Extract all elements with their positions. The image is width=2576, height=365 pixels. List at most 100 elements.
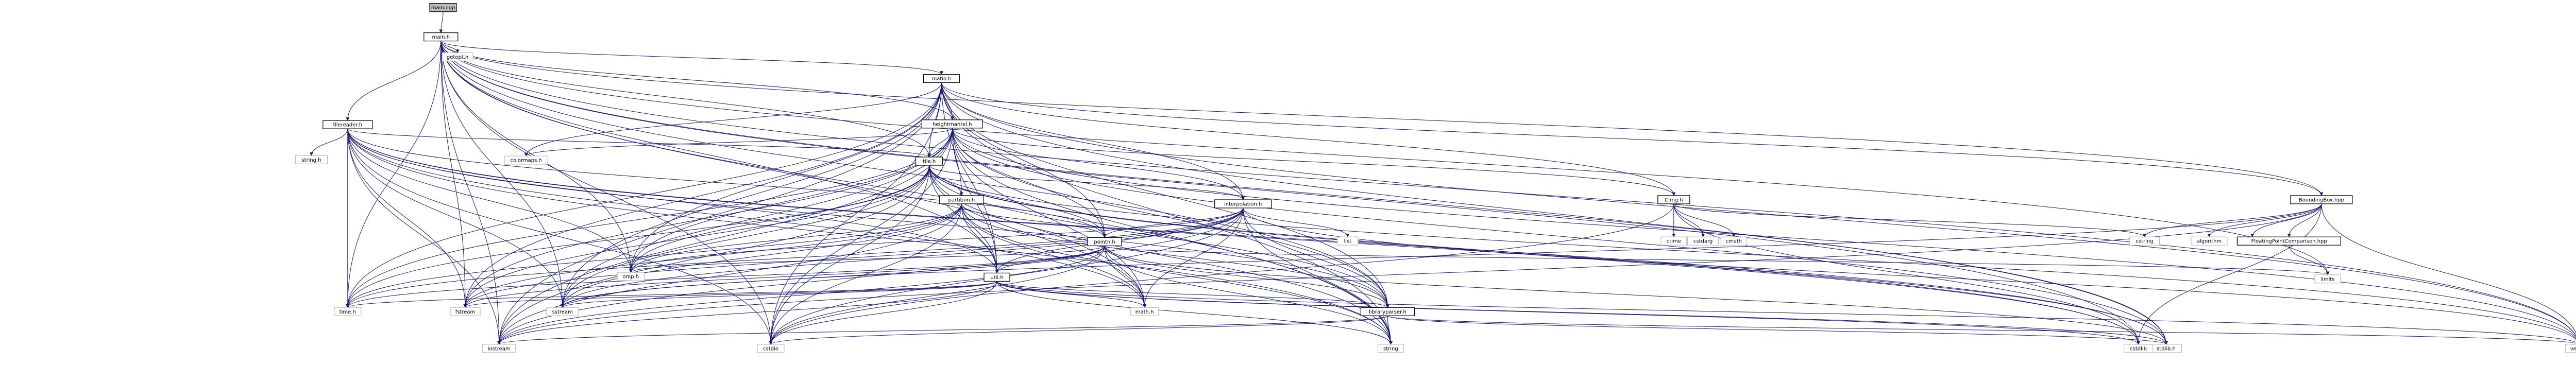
edge-tile-h-to-util-h	[929, 165, 999, 274]
node-string[interactable]: string	[1377, 344, 1404, 353]
node-cstdio[interactable]: cstdio	[757, 344, 785, 353]
node-iostream[interactable]: iostream	[482, 344, 516, 353]
node-label: getopt.h	[447, 55, 468, 60]
edge-partition-h-to-util-h	[961, 203, 999, 274]
edge-matlab-h-to-iostream	[497, 82, 942, 345]
node-libraster-h[interactable]: libraryparser.h	[1360, 307, 1415, 316]
edge-bbox-hpp-to-algorithm	[2207, 203, 2322, 237]
edge-main-h-to-getopt-h	[440, 41, 460, 54]
edge-point-h-to-omp-h	[629, 246, 1105, 273]
node-box	[915, 157, 943, 166]
edge-layer	[309, 11, 2576, 345]
edge-tile-h-to-fstream	[463, 165, 930, 308]
edge-util-h-to-sstream	[561, 281, 997, 308]
node-label: libraryparser.h	[1369, 309, 1406, 315]
node-label: cmath	[1725, 239, 1742, 245]
edge-point-h-to-cstdio	[769, 246, 1105, 345]
node-box	[1657, 195, 1690, 204]
node-label: omp.h	[622, 274, 639, 280]
node-ctime[interactable]: ctime	[1660, 236, 1687, 246]
node-box	[1720, 236, 1747, 246]
node-math-h[interactable]: math.h	[1130, 307, 1159, 316]
node-fpcomp-hpp[interactable]: FloatingPointComparison.hpp	[2237, 236, 2341, 246]
edge-matlab-h-to-stdlib-h	[941, 82, 2168, 345]
node-getopt-h[interactable]: getopt.h	[442, 52, 473, 62]
node-label: CImg.h	[1665, 197, 1683, 203]
node-box	[923, 74, 960, 83]
node-algorithm[interactable]: algorithm	[2191, 236, 2228, 246]
node-point-h[interactable]: pointn.h	[1087, 237, 1122, 247]
node-label: cstdlib	[2130, 346, 2147, 352]
node-string-h[interactable]: string.h	[295, 155, 328, 164]
edge-main-h-to-string	[440, 41, 1393, 345]
edge-filereadr-h-to-math-h	[347, 129, 1147, 308]
node-main-h[interactable]: main.h	[423, 32, 459, 42]
node-interp-h[interactable]: interpolation.h	[1214, 199, 1272, 208]
node-util-h[interactable]: util.h	[984, 272, 1010, 282]
node-box	[2124, 344, 2154, 353]
edge-matlab-h-to-interp-h	[941, 82, 1245, 200]
edge-main-h-to-time-h	[346, 41, 442, 308]
node-box	[1087, 237, 1122, 247]
node-box	[757, 344, 785, 353]
node-bbox-hpp[interactable]: BoundingBox.hpp	[2290, 195, 2353, 204]
edge-util-h-to-stdlib-h	[996, 281, 2168, 345]
node-fstream[interactable]: fstream	[450, 307, 481, 316]
edge-filereadr-h-to-tile-h	[347, 128, 931, 158]
edge-interp-h-to-time-h	[346, 207, 1244, 308]
node-box	[450, 307, 481, 316]
edge-interp-h-to-sstream	[561, 207, 1244, 308]
node-matlab-h[interactable]: matio.h	[923, 74, 960, 83]
edge-matlab-h-to-cimg-h	[941, 82, 1676, 196]
node-main-cpp[interactable]: main.cpp	[429, 3, 457, 12]
edge-main-h-to-filereadr-h	[346, 41, 442, 121]
node-box	[1337, 236, 1359, 246]
node-colormaps-h[interactable]: colormaps.h	[504, 155, 548, 165]
node-heightmap-h[interactable]: heightmantel.h	[921, 119, 984, 129]
edge-interp-h-to-iostream	[497, 207, 1244, 345]
edge-main-h-to-sstream	[440, 41, 565, 308]
node-label: limits	[2320, 276, 2334, 282]
edge-main-cpp-to-main-h	[439, 11, 444, 33]
node-box	[2314, 274, 2341, 284]
edge-bbox-hpp-to-vector	[2321, 203, 2576, 335]
edge-bbox-hpp-to-fpcomp-hpp	[2287, 203, 2322, 237]
node-sstream[interactable]: sstream	[546, 307, 579, 316]
node-box	[295, 155, 328, 164]
node-partition-h[interactable]: partition.h	[939, 195, 984, 204]
node-label: vector	[2570, 346, 2576, 352]
node-omp-h[interactable]: omp.h	[617, 272, 645, 281]
edge-bbox-hpp-to-iostream	[497, 203, 2322, 345]
node-limits[interactable]: limits	[2314, 274, 2341, 284]
node-box	[442, 52, 473, 62]
edge-heightmap-h-to-vector	[952, 128, 2576, 338]
node-filereadr-h[interactable]: filereader.h	[323, 120, 373, 129]
edge-main-h-to-stdlib-h	[440, 41, 2168, 345]
edge-filereadr-h-to-sstream	[347, 129, 565, 308]
edge-util-h-to-string	[996, 281, 1393, 345]
edge-cimg-h-to-cstdio	[769, 203, 1674, 345]
node-cimg-h[interactable]: CImg.h	[1657, 195, 1690, 204]
node-stdlib-h[interactable]: stdlib.h	[2150, 344, 2182, 353]
node-cstdlib[interactable]: cstdlib	[2124, 344, 2154, 353]
node-label: stdlib.h	[2157, 346, 2176, 352]
node-cstring[interactable]: cstring	[2129, 236, 2160, 246]
node-label: filereader.h	[333, 123, 362, 128]
edge-interp-h-to-libraster-h	[1243, 207, 1389, 308]
edge-point-h-to-iostream	[497, 246, 1105, 345]
edge-matlab-h-to-colormaps-h	[524, 82, 942, 157]
node-box	[546, 307, 579, 316]
node-cmath[interactable]: cmath	[1720, 236, 1747, 246]
node-cstdarg[interactable]: cstdarg	[1687, 236, 1719, 246]
node-box	[429, 3, 457, 12]
node-box	[1360, 307, 1415, 316]
edge-libraster-h-to-cstdio	[769, 315, 1388, 345]
node-tile-h[interactable]: tile.h	[915, 157, 943, 166]
node-vector[interactable]: vector	[2565, 344, 2576, 353]
node-label: util.h	[990, 275, 1003, 281]
node-time-h[interactable]: time.h	[334, 307, 362, 316]
node-box	[921, 119, 984, 129]
node-label: ctime	[1667, 239, 1681, 245]
node-list-h[interactable]: list	[1337, 236, 1359, 246]
edge-heightmap-h-to-omp-h	[629, 128, 953, 273]
